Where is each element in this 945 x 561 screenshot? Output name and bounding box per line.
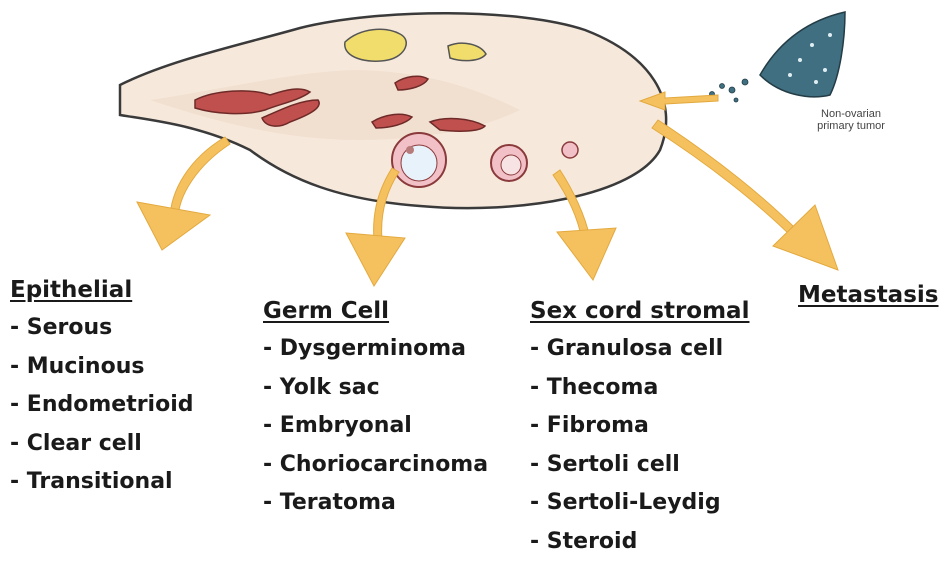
subtype-item: - Choriocarcinoma: [263, 446, 488, 485]
category-title: Epithelial: [10, 277, 194, 303]
subtype-item: - Mucinous: [10, 348, 194, 387]
subtype-item: - Granulosa cell: [530, 330, 749, 369]
subtype-list: - Serous - Mucinous - Endometrioid - Cle…: [10, 309, 194, 502]
arrow-epithelial: [170, 137, 230, 220]
subtype-item: - Endometrioid: [10, 386, 194, 425]
tumor-label: Non-ovarian primary tumor: [806, 108, 896, 132]
subtype-item: - Serous: [10, 309, 194, 348]
subtype-list: - Granulosa cell - Thecoma - Fibroma - S…: [530, 330, 749, 561]
subtype-item: - Clear cell: [10, 425, 194, 464]
category-title: Germ Cell: [263, 298, 488, 324]
subtype-item: - Teratoma: [263, 484, 488, 523]
subtype-item: - Fibroma: [530, 407, 749, 446]
category-metastasis: Metastasis: [798, 282, 938, 314]
subtype-item: - Thecoma: [530, 369, 749, 408]
category-title: Sex cord stromal: [530, 298, 749, 324]
subtype-item: - Transitional: [10, 463, 194, 502]
arrow-metastasis: [652, 120, 801, 240]
subtype-item: - Dysgerminoma: [263, 330, 488, 369]
follicle: [562, 142, 578, 158]
category-epithelial: Epithelial - Serous - Mucinous - Endomet…: [10, 277, 194, 502]
subtype-item: - Steroid: [530, 523, 749, 561]
category-sex-cord-stromal: Sex cord stromal - Granulosa cell - Thec…: [530, 298, 749, 561]
subtype-item: - Sertoli-Leydig: [530, 484, 749, 523]
subtype-list: - Dysgerminoma - Yolk sac - Embryonal - …: [263, 330, 488, 523]
subtype-item: - Yolk sac: [263, 369, 488, 408]
non-ovarian-tumor: [710, 12, 846, 102]
category-title: Metastasis: [798, 282, 938, 308]
subtype-item: - Sertoli cell: [530, 446, 749, 485]
subtype-item: - Embryonal: [263, 407, 488, 446]
category-germ-cell: Germ Cell - Dysgerminoma - Yolk sac - Em…: [263, 298, 488, 523]
